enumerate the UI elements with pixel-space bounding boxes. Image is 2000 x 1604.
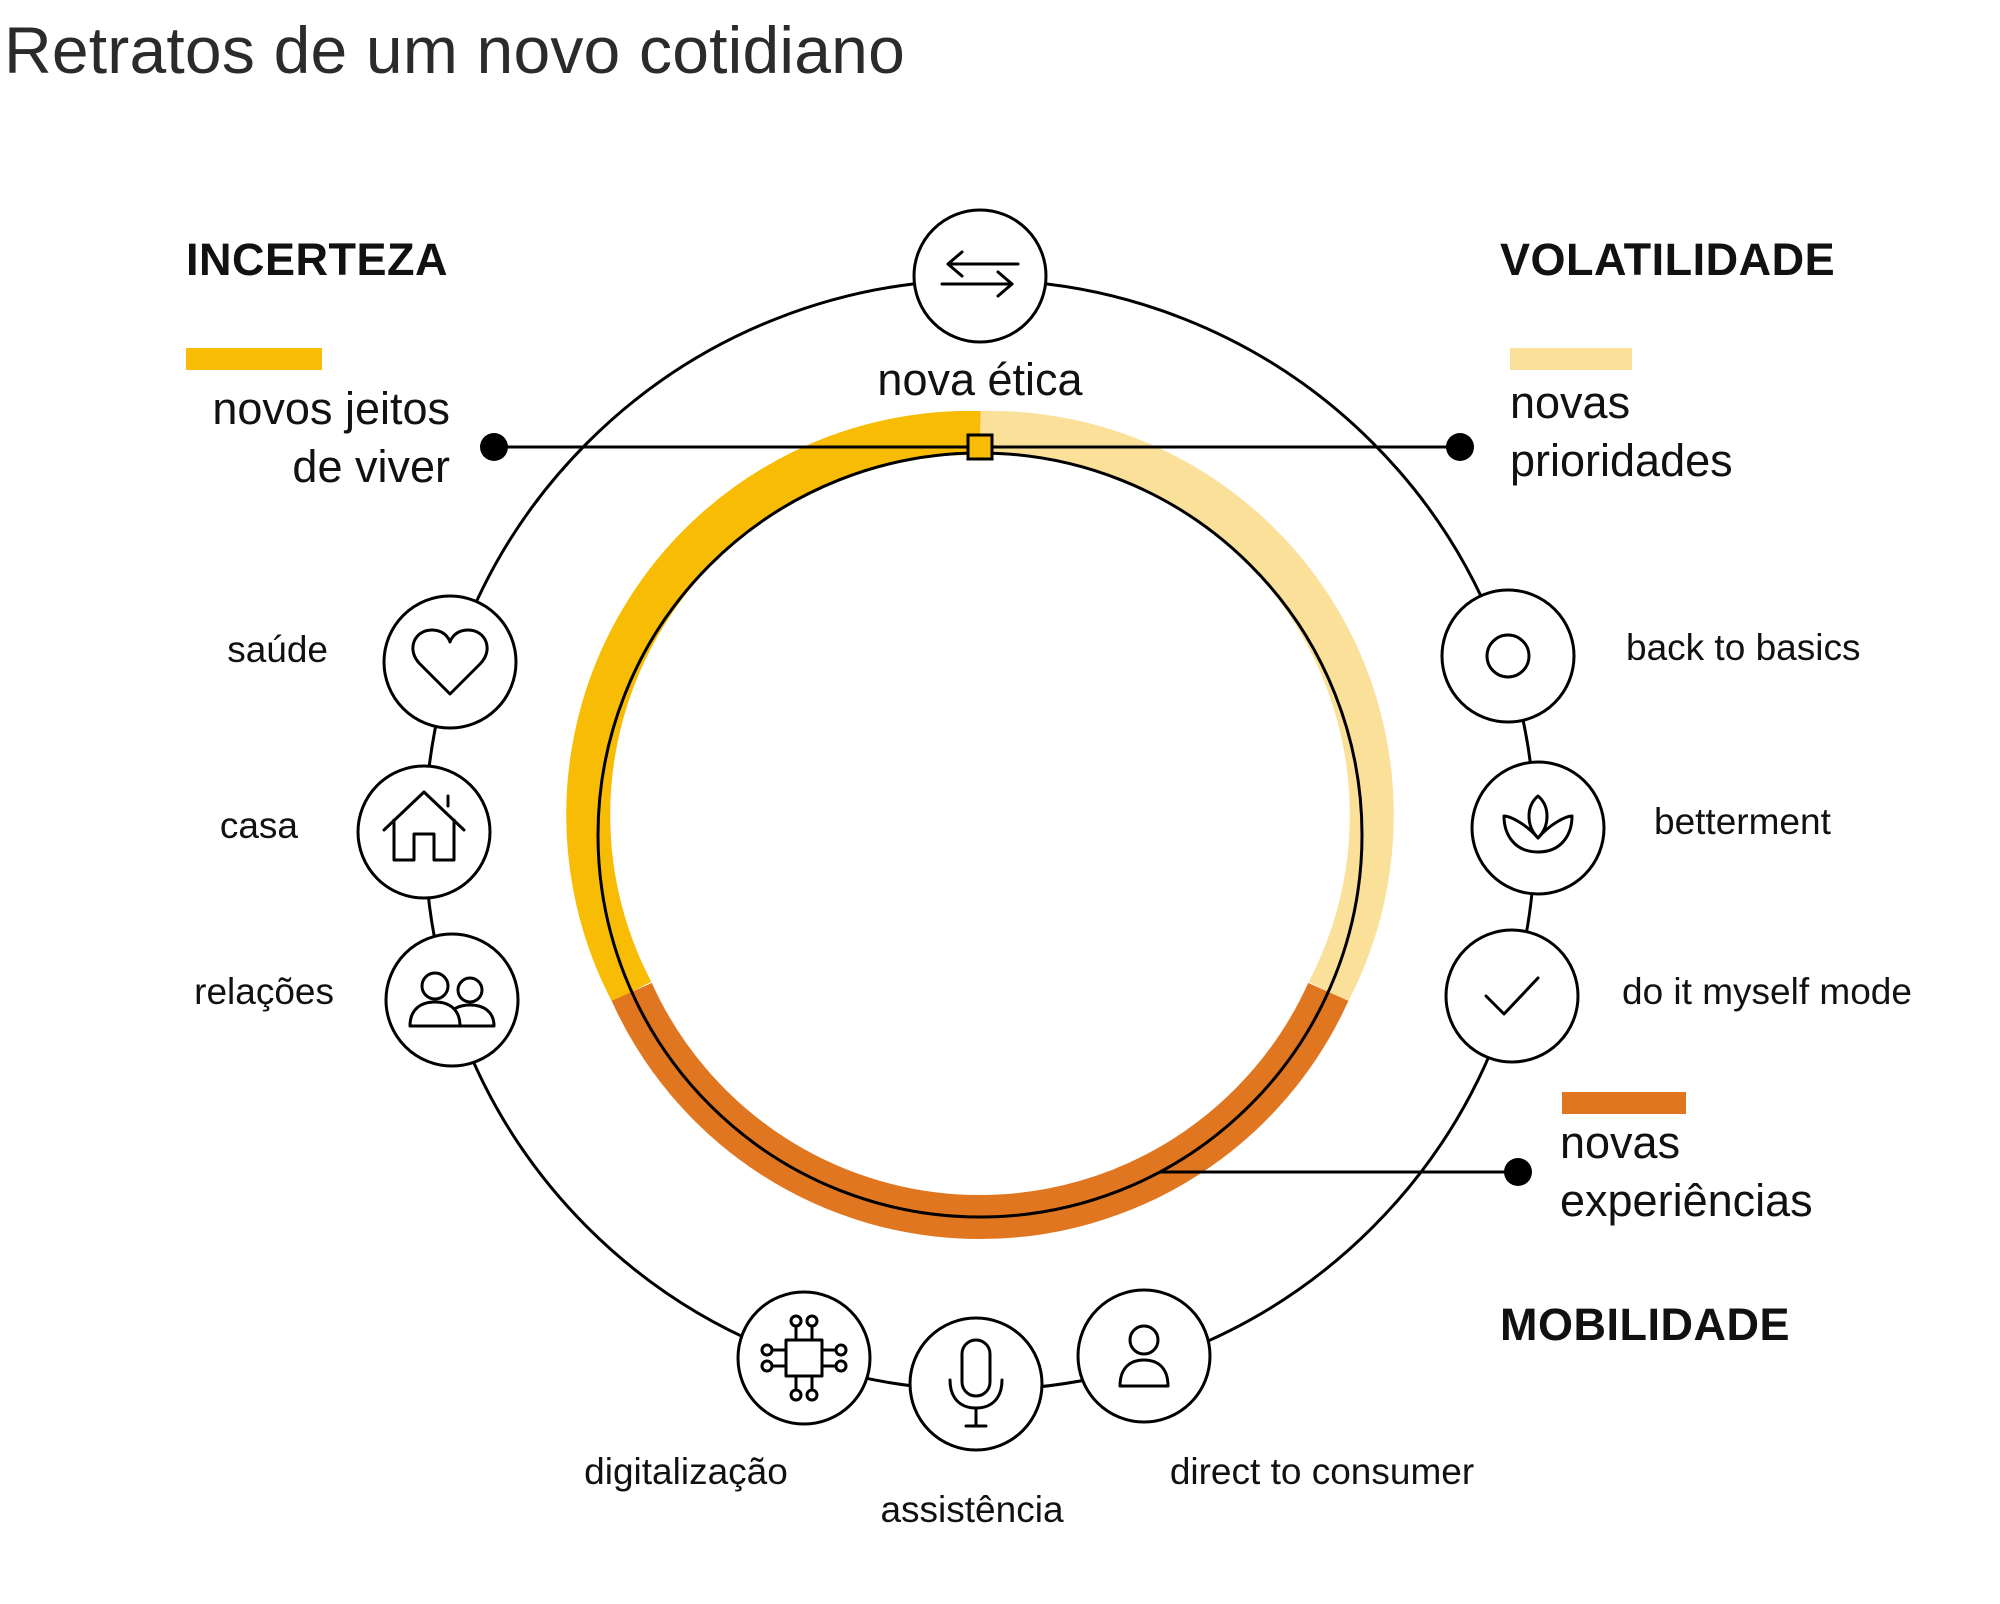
label-relacoes: relações bbox=[194, 971, 334, 1012]
node-assistencia bbox=[908, 1316, 1044, 1452]
lotus-icon bbox=[1502, 794, 1574, 854]
center-label: nova ética bbox=[877, 354, 1083, 405]
heart-icon bbox=[411, 628, 489, 696]
house-icon bbox=[382, 790, 466, 862]
circle-icon bbox=[1485, 633, 1531, 679]
connector-dot-right bbox=[1446, 433, 1474, 461]
label-betterment: betterment bbox=[1654, 801, 1832, 842]
category-mobilidade: MOBILIDADE bbox=[1500, 1299, 1790, 1350]
legend-bar-novas-experiencias bbox=[1562, 1092, 1686, 1114]
node-betterment bbox=[1470, 760, 1606, 896]
node-do-it-myself bbox=[1444, 928, 1580, 1064]
label-saude: saúde bbox=[227, 629, 328, 670]
label-assistencia: assistência bbox=[880, 1489, 1063, 1530]
legend-bar-novas-prioridades bbox=[1510, 348, 1632, 370]
node-back-to-basics bbox=[1440, 588, 1576, 724]
label-casa: casa bbox=[220, 805, 299, 846]
node-direct-to-consumer bbox=[1076, 1288, 1212, 1424]
node-saude bbox=[382, 594, 518, 730]
node-relacoes bbox=[384, 932, 520, 1068]
group-novas-experiencias-line1: novas bbox=[1560, 1117, 1680, 1168]
label-do-it-myself: do it myself mode bbox=[1622, 971, 1912, 1012]
page-title: Retratos de um novo cotidiano bbox=[4, 13, 905, 87]
legend-bar-novos-jeitos bbox=[186, 348, 322, 370]
connector-dot-bottom bbox=[1504, 1158, 1532, 1186]
checkmark-icon bbox=[1484, 976, 1540, 1016]
microphone-icon bbox=[948, 1338, 1004, 1428]
label-back-to-basics: back to basics bbox=[1626, 627, 1860, 668]
label-digitalizacao: digitalização bbox=[584, 1451, 788, 1492]
connector-square bbox=[966, 433, 994, 461]
connector-dot-left bbox=[480, 433, 508, 461]
person-icon bbox=[1118, 1324, 1170, 1388]
people-icon bbox=[408, 971, 496, 1028]
node-nova-etica bbox=[912, 208, 1048, 344]
group-novas-experiencias-line2: experiências bbox=[1560, 1175, 1813, 1226]
node-digitalizacao bbox=[736, 1290, 872, 1426]
node-casa bbox=[356, 764, 492, 900]
arc-novos-jeitos bbox=[566, 410, 981, 1003]
group-novos-jeitos-line1: novos jeitos bbox=[212, 383, 450, 434]
group-novas-prioridades-line2: prioridades bbox=[1510, 435, 1733, 486]
arc-novas-prioridades bbox=[979, 410, 1394, 1003]
swap-arrows-icon bbox=[940, 250, 1020, 298]
category-incerteza: INCERTEZA bbox=[186, 234, 448, 285]
arc-novas-experiencias bbox=[611, 982, 1349, 1240]
category-volatilidade: VOLATILIDADE bbox=[1500, 234, 1835, 285]
chip-icon bbox=[760, 1314, 848, 1402]
group-novos-jeitos-line2: de viver bbox=[292, 441, 450, 492]
group-novas-prioridades-line1: novas bbox=[1510, 377, 1630, 428]
label-direct-to-consumer: direct to consumer bbox=[1170, 1451, 1474, 1492]
